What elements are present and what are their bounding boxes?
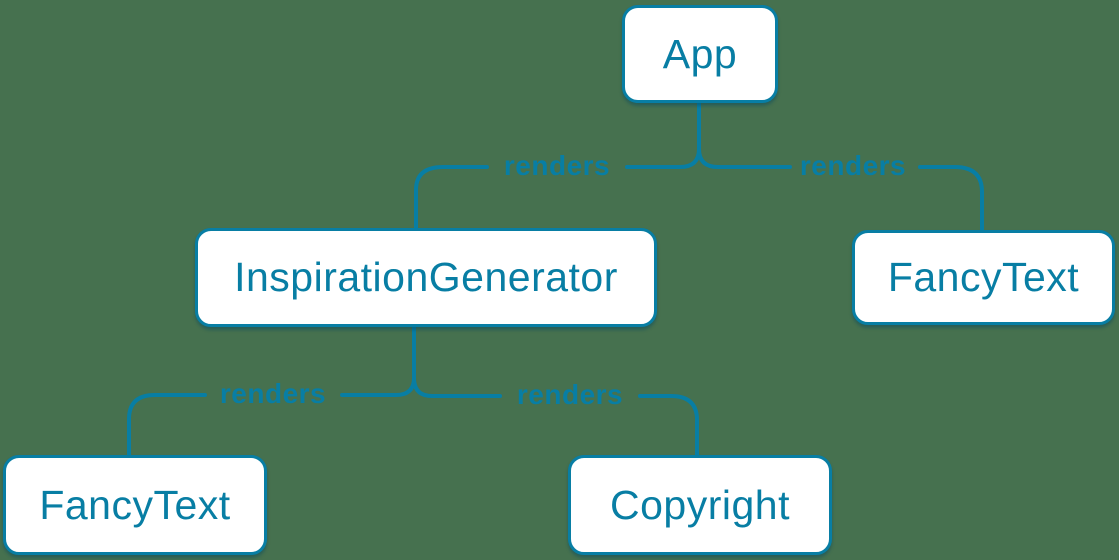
node-inspiration-generator: InspirationGenerator <box>195 228 657 327</box>
edge-app-to-fancytext-a <box>697 147 792 169</box>
edge-inspirationgenerator-to-copyright-b <box>638 394 699 457</box>
edge-app-to-inspirationgenerator-a <box>625 147 701 169</box>
node-fancy-text-right: FancyText <box>852 230 1115 325</box>
edge-label-app-inspirationgenerator: renders <box>503 150 611 181</box>
node-copyright-label: Copyright <box>610 481 790 528</box>
node-app-label: App <box>662 30 738 77</box>
node-app: App <box>622 5 778 103</box>
node-fancy-text-left-label: FancyText <box>39 481 231 528</box>
edge-label-inspirationgenerator-fancytext: renders <box>219 378 327 409</box>
edge-label-inspirationgenerator-copyright: renders <box>516 379 624 410</box>
node-fancy-text-right-label: FancyText <box>887 254 1080 300</box>
edge-app-to-inspirationgenerator-b <box>414 165 489 230</box>
node-inspiration-generator-label: InspirationGenerator <box>234 254 618 300</box>
edge-app-to-fancytext-b <box>918 165 984 232</box>
edge-inspirationgenerator-to-fancytext-b <box>127 393 207 457</box>
node-fancy-text-left: FancyText <box>3 455 267 555</box>
edge-inspirationgenerator-to-copyright-a <box>412 376 502 398</box>
node-copyright: Copyright <box>568 455 832 555</box>
edge-inspirationgenerator-to-fancytext-a <box>340 376 416 397</box>
edge-label-app-fancytext: renders <box>799 150 907 181</box>
